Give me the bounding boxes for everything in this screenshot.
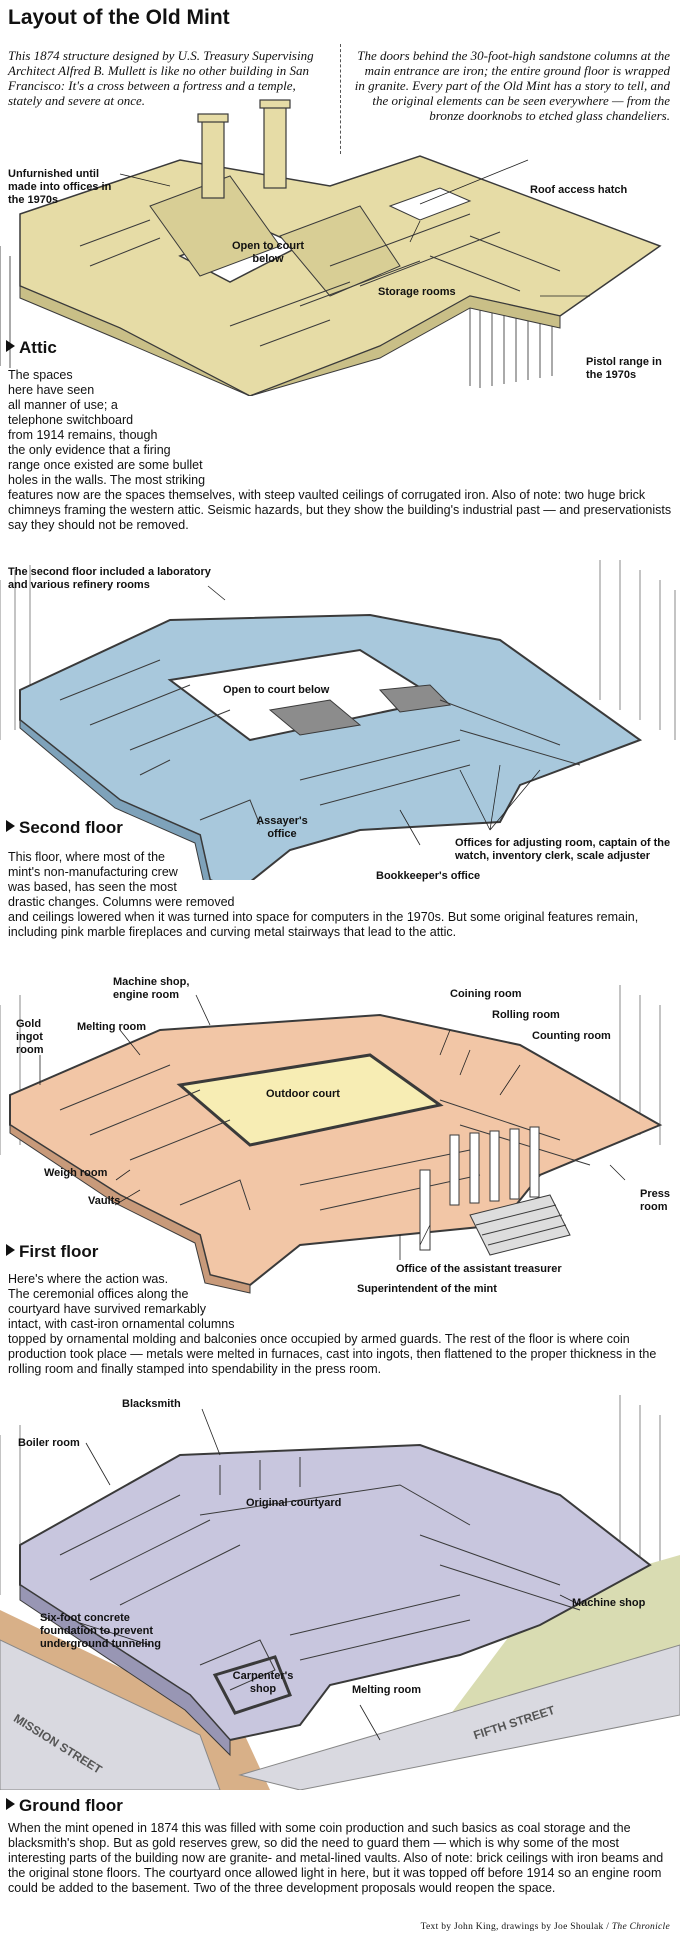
attic-heading: Attic	[6, 338, 57, 358]
attic-text-wide: features now are the spaces themselves, …	[8, 488, 672, 532]
second-floor-lightwell-2	[378, 684, 452, 713]
first-label-superintendent: Superintendent of the mint	[357, 1283, 497, 1295]
ground-sidewalk-mission	[0, 1639, 221, 1790]
intro-right-text: The doors behind the 30-foot-high sandst…	[354, 48, 670, 123]
first-floor-heading: First floor	[6, 1242, 98, 1262]
ground-floor-leader-lines	[79, 1408, 581, 1741]
first-label-weigh: Weigh room	[44, 1167, 108, 1179]
arrow-right-icon	[6, 340, 15, 352]
attic-label-pistol: Pistol range in the 1970s	[586, 356, 662, 381]
second-label-bookkeeper: Bookkeeper's office	[376, 870, 481, 882]
ground-sidewalk-fifth	[238, 1644, 680, 1790]
ground-label-boiler: Boiler room	[18, 1437, 80, 1449]
attic-roof-hatch	[388, 187, 472, 221]
first-floor-leader-lines	[39, 994, 626, 1260]
first-label-counting: Counting room	[532, 1030, 611, 1042]
first-label-vaults: Vaults	[88, 1195, 121, 1207]
ground-label-foundation: Six-foot concrete foundation to prevent …	[40, 1612, 161, 1650]
first-floor-steps	[469, 1194, 571, 1256]
attic-gable-roofs	[149, 175, 401, 297]
second-text-wide: and ceilings lowered when it was turned …	[8, 910, 639, 939]
first-label-outdoor-court: Outdoor court	[266, 1088, 340, 1100]
attic-label-unfurnished: Unfurnished until made into offices in t…	[8, 168, 112, 206]
first-text-wide: topped by ornamental molding and balconi…	[8, 1332, 657, 1376]
attic-label-storage: Storage rooms	[378, 286, 456, 298]
first-text-narrow: Here's where the action was.The ceremoni…	[8, 1272, 235, 1331]
attic-room-walls	[79, 213, 561, 347]
page-title: Layout of the Old Mint	[8, 6, 230, 29]
ground-floor-slab-edge	[19, 1584, 231, 1757]
second-floor-lightwell-1	[268, 699, 362, 736]
ground-floor-room-walls	[59, 1457, 581, 1691]
arrow-right-icon	[6, 1244, 15, 1256]
ground-carpenter-shop	[212, 1655, 292, 1715]
attic-roof-edge	[19, 285, 561, 396]
ground-label-melting: Melting room	[352, 1684, 422, 1696]
second-floor-slab-edge	[19, 718, 212, 880]
first-label-coining: Coining room	[450, 988, 522, 1000]
first-label-asst-treasurer: Office of the assistant treasurer	[396, 1263, 562, 1275]
ground-label-carpenter: Carpenter's shop	[232, 1670, 294, 1695]
ground-label-blacksmith: Blacksmith	[122, 1398, 181, 1410]
attic-leader-lines	[119, 159, 590, 297]
attic-label-open-court: Open to court below	[231, 240, 305, 265]
ground-floor-drawing	[0, 1395, 680, 1790]
second-label-lab: The second floor included a laboratory a…	[8, 566, 211, 591]
attic-drawing	[0, 99, 662, 396]
attic-label-roof-hatch: Roof access hatch	[530, 184, 628, 196]
first-floor-portico-columns	[419, 1126, 540, 1251]
ground-lawn	[450, 1555, 680, 1715]
credit-line: Text by John King, drawings by Joe Shoul…	[420, 1922, 670, 1932]
second-label-open-court: Open to court below	[223, 684, 330, 696]
first-floor-slab-edge	[9, 1124, 251, 1294]
ground-label-courtyard: Original courtyard	[246, 1497, 342, 1509]
intro-divider	[340, 44, 341, 154]
second-label-offices: Offices for adjusting room, captain of t…	[455, 837, 671, 862]
first-label-gold-ingot: Gold ingot room	[16, 1018, 44, 1056]
intro-left-text: This 1874 structure designed by U.S. Tre…	[8, 48, 314, 108]
first-label-melting: Melting room	[77, 1021, 147, 1033]
arrow-right-icon	[6, 820, 15, 832]
first-label-machine-shop: Machine shop, engine room	[113, 976, 190, 1001]
ground-label-machine-shop: Machine shop	[572, 1597, 646, 1609]
first-floor-outdoor-court	[176, 1053, 444, 1147]
first-floor-drawing	[0, 985, 663, 1294]
second-floor-drawing	[0, 560, 676, 880]
ground-text: When the mint opened in 1874 this was fi…	[8, 1821, 664, 1895]
second-label-assayer: Assayer's office	[256, 815, 308, 840]
first-label-rolling: Rolling room	[492, 1009, 560, 1021]
second-floor-room-walls	[59, 659, 581, 826]
second-floor-heading: Second floor	[6, 818, 123, 838]
first-floor-room-walls	[59, 1064, 591, 1211]
attic-chimneys	[197, 99, 291, 199]
first-label-press: Press room	[640, 1188, 670, 1213]
first-floor-slab	[9, 1013, 663, 1287]
second-floor-leader-lines	[207, 585, 541, 846]
ground-floor-heading: Ground floor	[6, 1796, 123, 1816]
arrow-right-icon	[6, 1798, 15, 1810]
